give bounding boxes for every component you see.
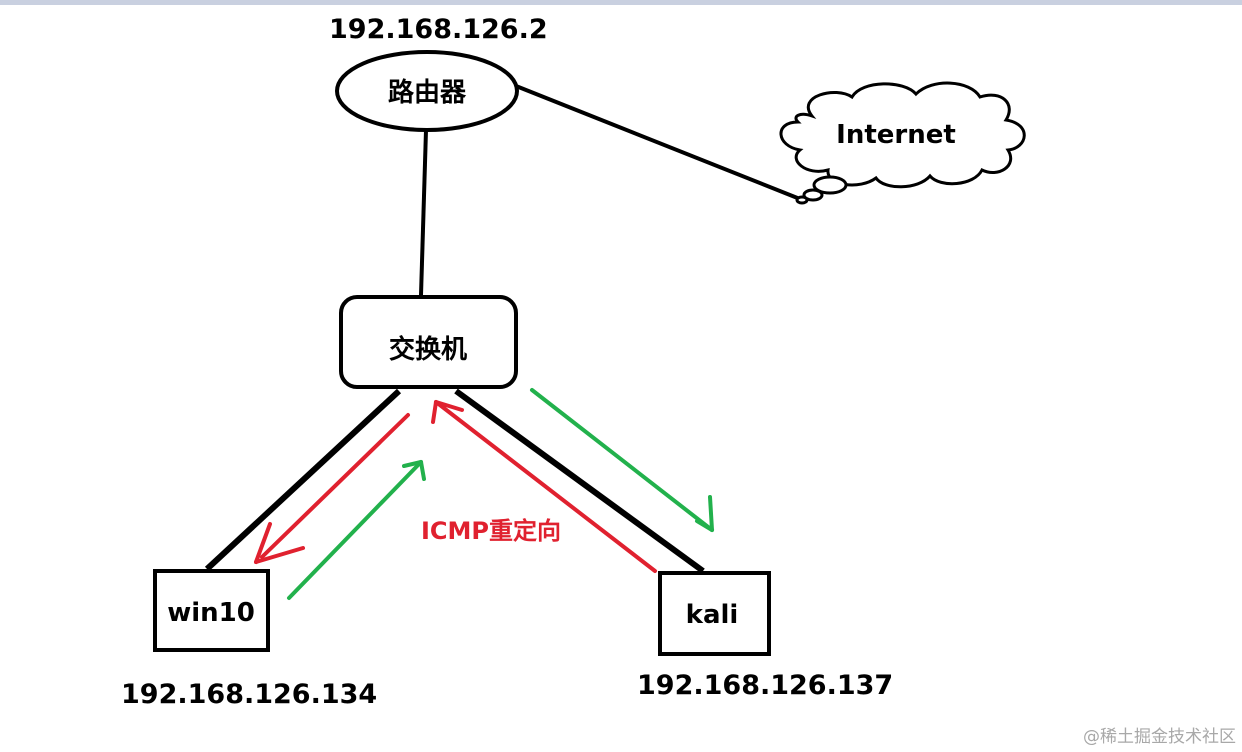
router-switch-link <box>419 129 428 296</box>
icmp-redirect-arrow-to-win10 <box>254 413 410 564</box>
switch-kali-link <box>454 388 705 574</box>
win10-node <box>153 569 270 652</box>
router-ip: 192.168.126.2 <box>329 14 548 45</box>
router-node <box>335 50 519 132</box>
switch-node <box>339 295 518 389</box>
kali-node <box>658 571 771 656</box>
switch-win10-link <box>204 388 402 572</box>
kali-label: kali <box>686 600 739 630</box>
switch-label: 交换机 <box>389 334 467 365</box>
router-internet-link <box>515 84 801 201</box>
icmp-redirect-arrow-from-kali <box>431 400 657 573</box>
normal-traffic-arrow-from-win10 <box>287 460 426 600</box>
win10-ip: 192.168.126.134 <box>121 679 377 710</box>
internet-cloud <box>779 81 1026 205</box>
icmp-redirect-label: ICMP重定向 <box>421 517 561 545</box>
win10-label: win10 <box>167 598 255 628</box>
internet-label: Internet <box>836 120 956 150</box>
watermark-text: @稀土掘金技术社区 <box>1083 727 1236 747</box>
normal-traffic-arrow-to-kali <box>530 388 714 532</box>
top-border-strip <box>0 0 1242 5</box>
router-label: 路由器 <box>388 77 467 108</box>
kali-ip: 192.168.126.137 <box>637 670 893 701</box>
